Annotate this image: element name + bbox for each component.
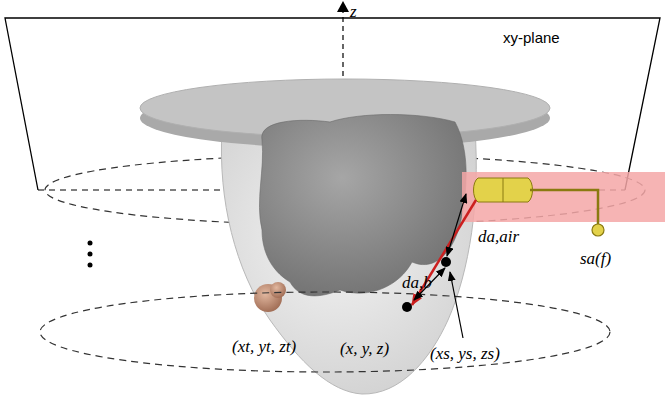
signal-label: sa(f) (580, 250, 611, 267)
target (270, 282, 286, 298)
scan-ring (40, 292, 610, 372)
feed-line (530, 190, 598, 224)
distance-label: da,air (478, 228, 519, 245)
coordinate-label: (xs, ys, zs) (430, 345, 500, 362)
coordinate-label: (xt, yt, zt) (232, 338, 296, 355)
leader-line (450, 272, 463, 338)
target-point (402, 302, 412, 312)
feed-port (592, 224, 604, 236)
distance-label: da,b (402, 274, 432, 291)
ellipsis-dot (88, 252, 93, 257)
antenna-gap (503, 178, 504, 202)
plane-label: xy-plane (503, 30, 560, 45)
antenna-patch (474, 178, 533, 202)
ellipsis-dot (88, 263, 93, 268)
coordinate-label: (x, y, z) (340, 340, 389, 357)
axis-label: z (350, 3, 357, 20)
ellipsis-dot (88, 241, 93, 246)
distance-air (447, 194, 466, 256)
surface-point (441, 257, 451, 267)
z-axis-head (337, 1, 349, 12)
antenna-substrate (462, 172, 665, 222)
